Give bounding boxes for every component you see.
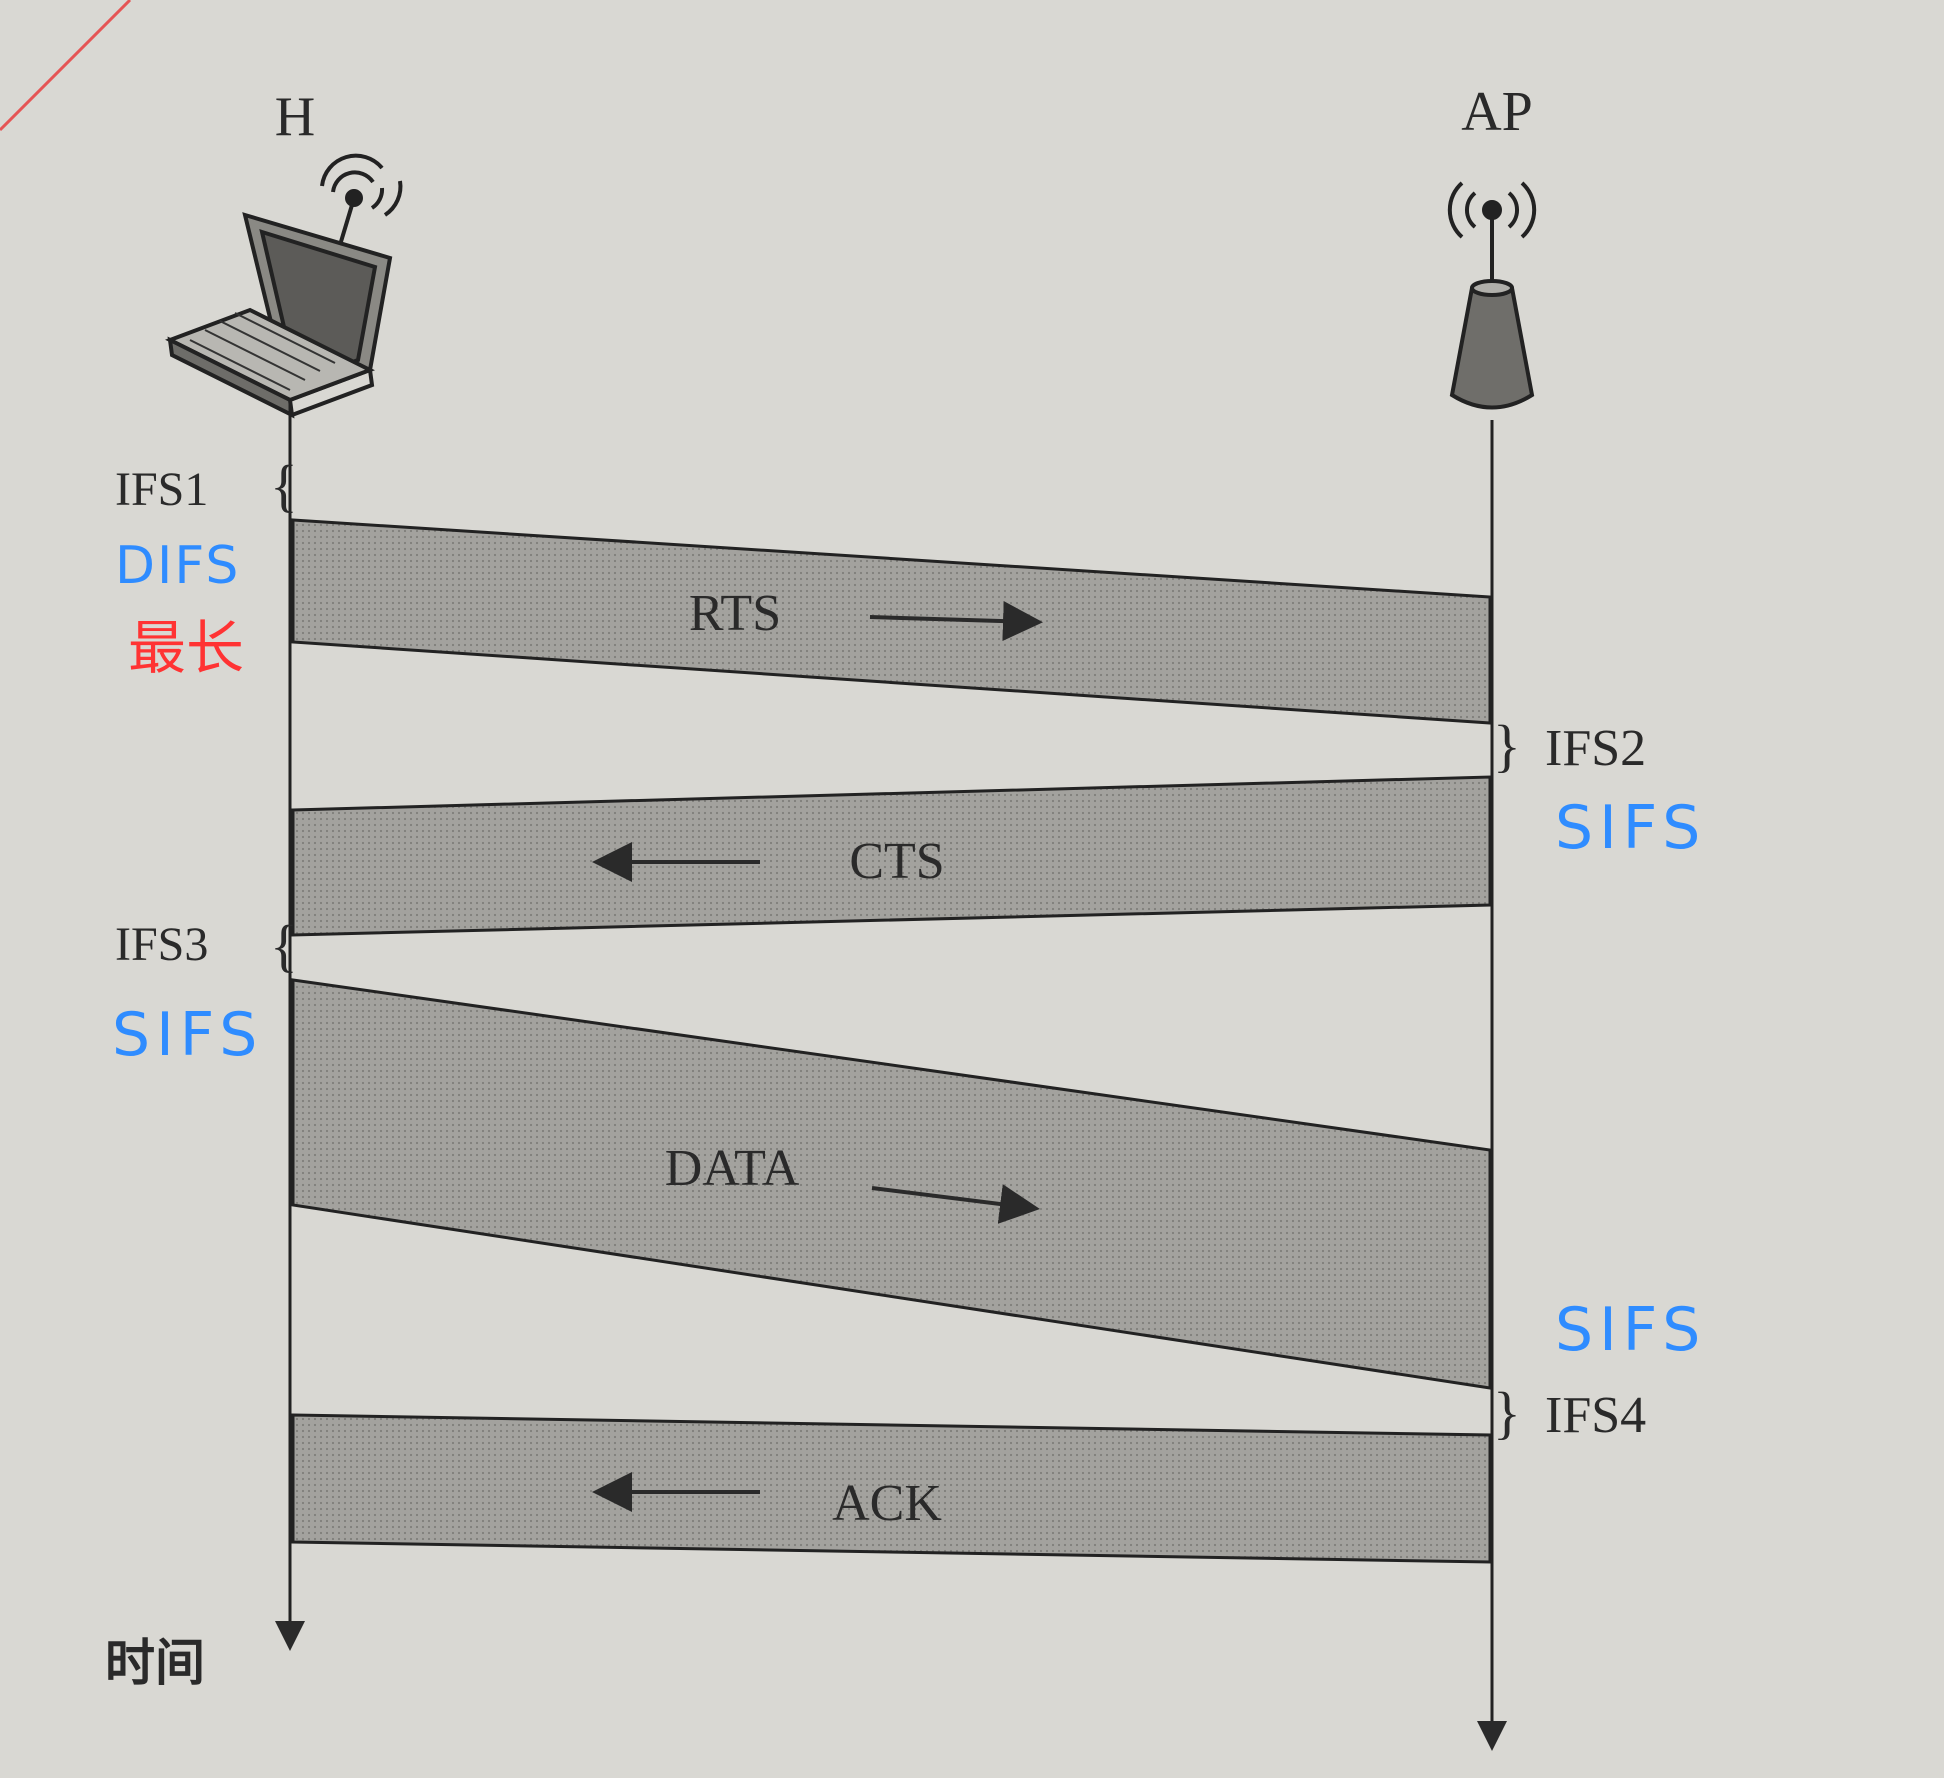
rts-frame-band (291, 518, 1492, 725)
cts-label: CTS (849, 833, 944, 890)
station-h-label: H (275, 86, 315, 148)
ifs2-handwritten-note: SIFS (1555, 793, 1706, 863)
ifs3-handwritten-note: SIFS (112, 1000, 263, 1070)
data-frame-band (291, 978, 1492, 1390)
data-direction-arrow (871, 1184, 1040, 1224)
ack-label: ACK (832, 1475, 942, 1532)
station-ap-label: AP (1461, 81, 1533, 143)
data-label: DATA (665, 1140, 800, 1197)
ifs4-brace: } (1493, 1380, 1521, 1445)
rts-label: RTS (689, 585, 781, 642)
laptop-icon (165, 153, 403, 419)
ifs4-label: IFS4 (1545, 1387, 1646, 1444)
red-pen-mark (0, 0, 132, 132)
ifs3-label: IFS3 (115, 918, 208, 971)
ifs3-brace: { (270, 913, 298, 978)
ifs2-label: IFS2 (1545, 720, 1646, 777)
ifs2-brace: } (1493, 713, 1521, 778)
access-point-icon (1447, 181, 1537, 410)
ifs1-handwritten-note: DIFS (115, 536, 240, 596)
ifs1-handwritten-note-red: 最长 (128, 614, 244, 682)
ifs4-handwritten-note: SIFS (1555, 1295, 1706, 1365)
ifs1-label: IFS1 (115, 463, 208, 516)
time-axis-label: 时间 (105, 1635, 205, 1691)
ack-frame-band (291, 1413, 1492, 1564)
ifs1-brace: { (270, 453, 298, 518)
rts-direction-arrow (869, 601, 1043, 642)
cts-frame-band (291, 775, 1492, 937)
